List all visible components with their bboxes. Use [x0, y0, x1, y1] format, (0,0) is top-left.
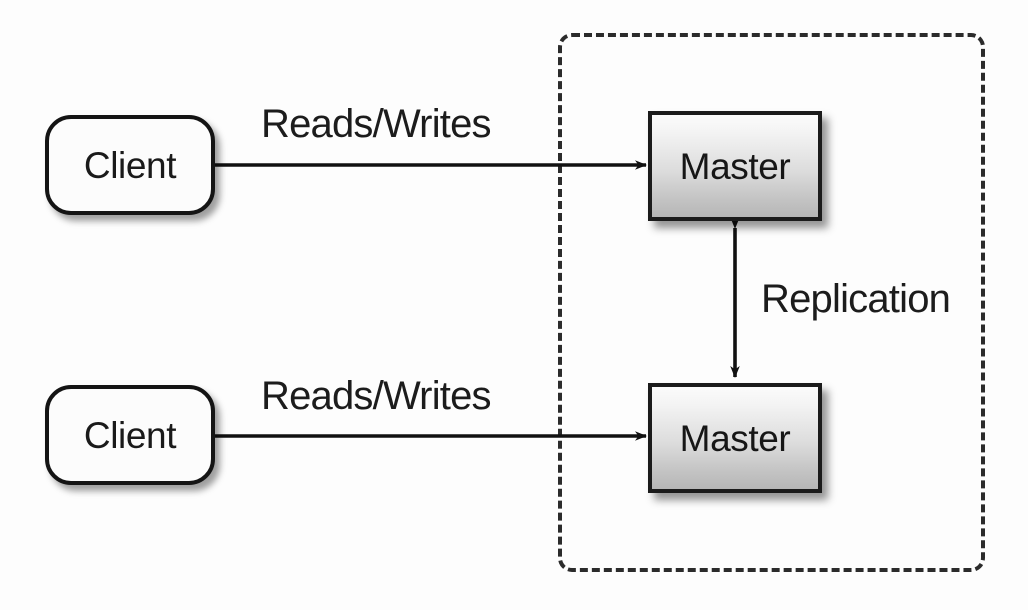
node-client-bottom[interactable]: Client: [45, 385, 215, 485]
node-label: Client: [83, 414, 177, 456]
node-master-bottom[interactable]: Master: [648, 383, 822, 493]
node-client-top[interactable]: Client: [45, 115, 215, 215]
node-label: Master: [679, 417, 791, 459]
edge-label-replication: Replication: [761, 277, 951, 321]
cluster-boundary-dashed-box: [558, 33, 985, 572]
node-label: Client: [83, 144, 177, 186]
edge-label-reads-writes-bottom: Reads/Writes: [261, 374, 492, 418]
node-master-top[interactable]: Master: [648, 111, 822, 221]
node-label: Master: [679, 145, 791, 187]
edge-label-reads-writes-top: Reads/Writes: [261, 102, 492, 146]
